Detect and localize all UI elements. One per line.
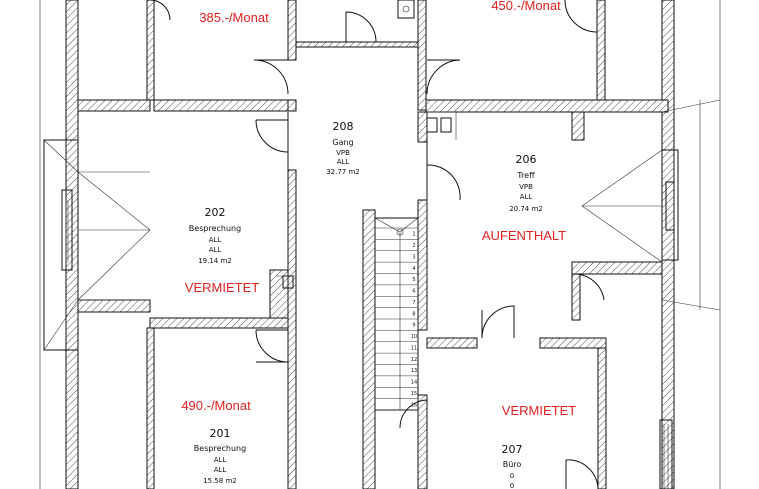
- window-right: [661, 149, 679, 261]
- room-206-code1: VPB: [519, 183, 533, 191]
- room-201-code1: ALL: [214, 456, 227, 464]
- stair-step-number: 8: [412, 311, 415, 317]
- room-202-code1: ALL: [209, 236, 222, 244]
- room-208-area: 32.77 m2: [326, 168, 360, 176]
- wall-tr-left-bottom: [425, 99, 669, 113]
- stair-step-number: 7: [412, 300, 415, 306]
- wall-207-top-2: [539, 337, 607, 349]
- window-left: [43, 139, 79, 351]
- stair-step-number: 12: [411, 357, 417, 363]
- room-207-code1: 0: [510, 472, 514, 480]
- door-206: [426, 142, 461, 201]
- wall-topmid-bottom: [295, 41, 423, 48]
- room-206-number: 206: [516, 153, 537, 166]
- door-tr: [426, 59, 461, 95]
- room-206-name: Treff: [516, 171, 535, 180]
- room-202-name: Besprechung: [189, 224, 241, 233]
- wall-202-top: [77, 99, 151, 112]
- stair-step-number: 6: [412, 289, 415, 295]
- outline: [39, 0, 721, 489]
- price-top-right: 450.-/Monat: [491, 0, 561, 13]
- wall-tl-left: [146, 0, 155, 101]
- door-tl: [253, 59, 289, 95]
- room-202-number: 202: [205, 206, 226, 219]
- wall-right-exterior: [661, 0, 675, 489]
- room-207-code2: 0: [510, 482, 514, 489]
- stair-step-number: 5: [412, 277, 415, 283]
- room-202-label: 202 Besprechung ALL ALL 19.14 m2: [189, 206, 241, 265]
- wall-206-bottom: [571, 261, 663, 275]
- door-topmid: [345, 11, 377, 43]
- stair-step-number: 1: [412, 232, 415, 238]
- room-202-area: 19.14 m2: [198, 257, 232, 265]
- stair-step-number: 2: [412, 243, 415, 249]
- room-207-number: 207: [502, 443, 523, 456]
- room-208-name: Gang: [332, 138, 353, 147]
- stair-step-number: 10: [411, 334, 417, 340]
- room-208-code1: VPB: [336, 149, 350, 157]
- room-207-name: Büro: [503, 460, 522, 469]
- wall-tl-right: [287, 0, 297, 61]
- wall-202-bottom-2: [149, 317, 289, 329]
- wall-corridor-right-3: [417, 394, 428, 489]
- wall-202-bottom: [77, 299, 151, 313]
- wall-202-stub: [269, 269, 289, 319]
- wall-tl-right-lower: [287, 99, 297, 112]
- stair-step-number: 11: [411, 345, 417, 351]
- stair-step-number: 4: [412, 266, 415, 272]
- wall-corridor-right: [417, 111, 428, 143]
- price-top-left: 385.-/Monat: [199, 10, 269, 25]
- stair-step-number: 3: [412, 254, 415, 260]
- stair-step-number: 14: [411, 380, 417, 386]
- wall-207-top: [426, 337, 478, 349]
- shaft-box-1: [426, 117, 438, 133]
- door-207: [481, 305, 515, 339]
- stair-step-number: 15: [411, 391, 417, 397]
- wall-207-right: [597, 347, 607, 489]
- price-201: 490.-/Monat: [181, 398, 251, 413]
- room-202-code2: ALL: [209, 246, 222, 254]
- room-207-label: 207 Büro 0 0: [502, 443, 523, 489]
- sink: [397, 0, 415, 19]
- wall-201-left: [146, 327, 155, 489]
- wall-206-top-right: [571, 111, 585, 141]
- room-206-code2: ALL: [520, 193, 533, 201]
- wall-tr-right-inner: [596, 0, 606, 101]
- status-202: VERMIETET: [185, 280, 259, 295]
- room-201-label: 201 Besprechung ALL ALL 15.58 m2: [194, 427, 246, 485]
- stair-step-number: 16: [411, 402, 417, 408]
- status-207: VERMIETET: [502, 403, 576, 418]
- room-208-code2: ALL: [337, 158, 350, 166]
- walls: [65, 0, 675, 489]
- door-202: [255, 119, 289, 153]
- annotations: 385.-/Monat 450.-/Monat 490.-/Monat VERM…: [181, 0, 576, 418]
- doors: [149, 0, 605, 489]
- room-201-number: 201: [210, 427, 231, 440]
- wall-topmid-right: [417, 0, 427, 111]
- status-206: AUFENTHALT: [482, 228, 566, 243]
- stair-step-number: 13: [411, 368, 417, 374]
- window-right-lower: [659, 419, 673, 489]
- room-206-label: 206 Treff VPB ALL 20.74 m2: [509, 153, 543, 213]
- wall-corridor-left: [287, 169, 297, 489]
- wall-206-bottom-stub: [571, 273, 581, 321]
- stair-step-number: 9: [412, 323, 415, 329]
- wall-corridor-right-2: [417, 199, 428, 331]
- wall-tl-bottom: [153, 99, 297, 112]
- room-201-name: Besprechung: [194, 444, 246, 453]
- room-208-label: 208 Gang VPB ALL 32.77 m2: [326, 120, 360, 176]
- room-201-area: 15.58 m2: [203, 477, 237, 485]
- room-208-number: 208: [333, 120, 354, 133]
- room-201-code2: ALL: [214, 466, 227, 474]
- room-206-area: 20.74 m2: [509, 205, 543, 213]
- door-201: [255, 329, 289, 363]
- shaft-box-2: [440, 117, 452, 133]
- door-207-lower: [565, 459, 599, 489]
